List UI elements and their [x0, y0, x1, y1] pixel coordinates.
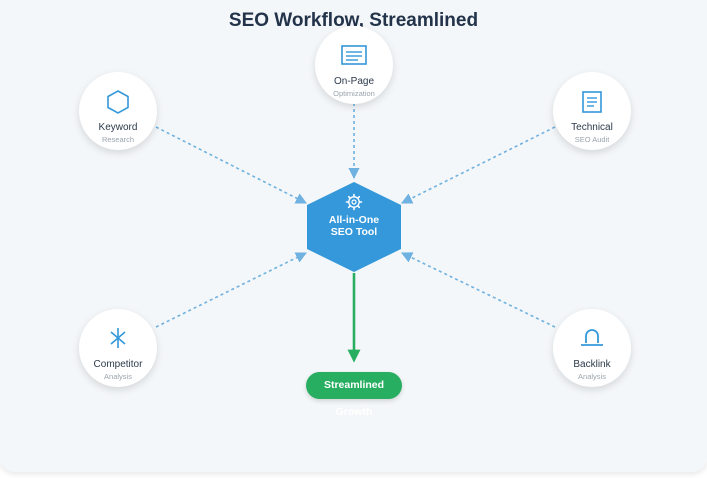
- node-label: Keyword: [98, 122, 138, 133]
- node-sublabel: SEO Audit: [574, 135, 610, 144]
- file-icon: [582, 91, 602, 113]
- node-backlink-analysis[interactable]: Backlink Analysis: [553, 309, 631, 387]
- node-label: Technical: [571, 122, 613, 133]
- node-keyword-research[interactable]: Keyword Research: [79, 72, 157, 150]
- node-label: Competitor: [93, 359, 143, 370]
- node-competitor-analysis[interactable]: Competitor Analysis: [79, 309, 157, 387]
- node-onpage-optimization[interactable]: On-Page Optimization: [315, 26, 393, 104]
- hub-label-line2: SEO Tool: [330, 226, 378, 238]
- connector-technical: [400, 126, 556, 204]
- node-sublabel: Analysis: [104, 372, 132, 381]
- hub-hexagon: [307, 182, 401, 272]
- diagram-title: SEO Workflow, Streamlined: [228, 10, 479, 31]
- hub-label-line1: All-in-One: [328, 214, 380, 226]
- node-label: On-Page: [333, 76, 375, 87]
- node-sublabel: Optimization: [333, 89, 375, 98]
- cross-icon: [110, 328, 126, 348]
- connector-keyword: [155, 126, 307, 204]
- hub-all-in-one-seo-tool[interactable]: All-in-One SEO Tool: [306, 181, 402, 273]
- node-sublabel: Research: [101, 135, 135, 144]
- document-icon: [341, 45, 367, 65]
- connector-backlink: [400, 252, 556, 328]
- gear-icon: [345, 193, 363, 211]
- connector-competitor: [155, 252, 308, 328]
- hub-label: All-in-One SEO Tool: [306, 214, 402, 238]
- node-sublabel: Analysis: [578, 372, 606, 381]
- node-technical-seo-audit[interactable]: Technical SEO Audit: [553, 72, 631, 150]
- link-icon: [581, 329, 603, 346]
- outcome-streamlined-growth[interactable]: Streamlined Growth: [306, 372, 402, 418]
- hexagon-icon: [107, 90, 129, 114]
- node-label: Backlink: [573, 359, 611, 370]
